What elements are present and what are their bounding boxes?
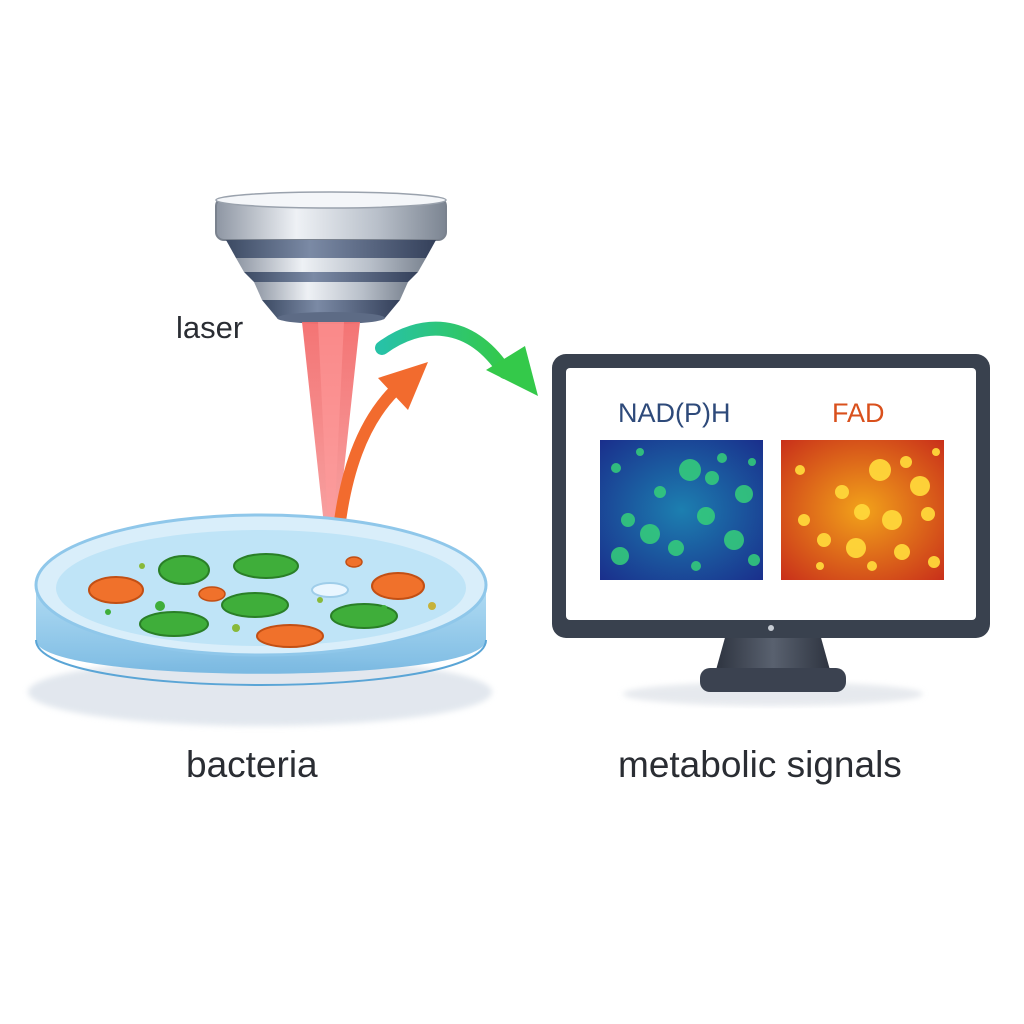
- bacterium: [330, 603, 398, 629]
- fad-panel-title: FAD: [832, 398, 885, 428]
- bacteria-label: bacteria: [186, 744, 318, 785]
- bacteria-cluster: [88, 553, 436, 648]
- bacterium: [158, 555, 210, 585]
- nadph-panel-title: NAD(P)H: [618, 398, 731, 428]
- bacterium: [88, 576, 144, 604]
- metabolic-signals-label: metabolic signals: [618, 744, 902, 785]
- fad-image-panel: [781, 440, 944, 580]
- petri-dish-icon: [28, 513, 492, 726]
- objective-icon: [215, 191, 447, 324]
- bacterium: [198, 586, 226, 602]
- nadph-image-panel: [600, 440, 763, 580]
- bacterium: [221, 592, 289, 618]
- bacterium: [233, 553, 299, 579]
- laser-beam: [302, 322, 360, 590]
- bacterium: [256, 624, 324, 648]
- bacterium: [345, 556, 363, 568]
- bacterium: [371, 572, 425, 600]
- transfer-arrow: [375, 321, 538, 396]
- bacterium: [139, 611, 209, 637]
- laser-label: laser: [176, 310, 244, 345]
